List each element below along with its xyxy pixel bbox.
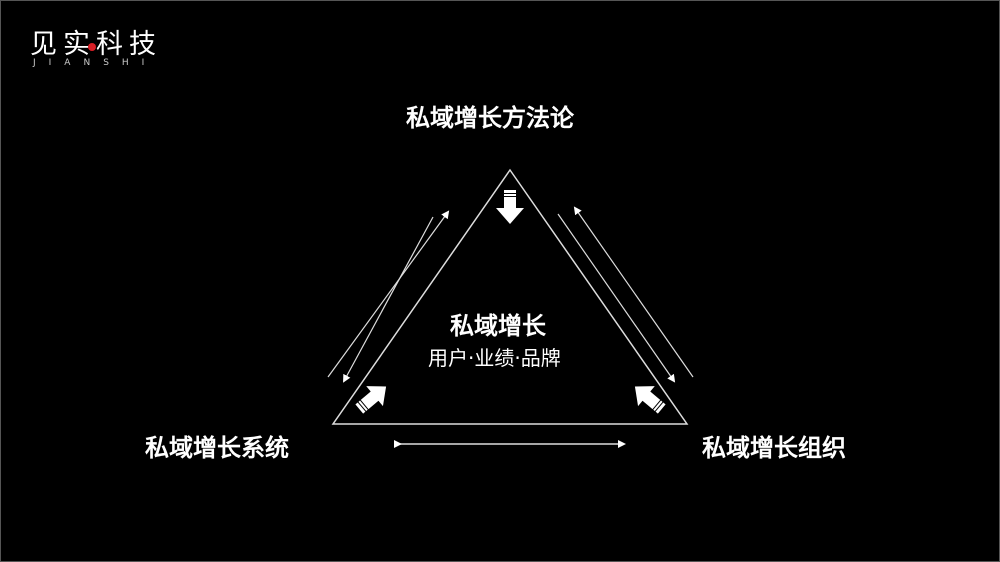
right-up-arrow-icon	[573, 206, 694, 378]
left-up-arrow-icon	[327, 210, 450, 378]
top-block-arrow-icon	[496, 190, 524, 224]
bottom-right-block-arrow-icon	[634, 386, 666, 414]
vertex-label-bottom-right: 私域增长组织	[702, 434, 846, 462]
right-down-arrow-icon	[557, 213, 676, 383]
brand-logo: 见实科技 JIANSHI	[30, 30, 162, 69]
main-triangle	[331, 168, 689, 425]
vertex-label-bottom-left: 私域增长系统	[145, 434, 289, 462]
center-subtitle: 用户·业绩·品牌	[428, 346, 561, 370]
vertex-label-top: 私域增长方法论	[406, 104, 574, 132]
brand-red-dot-icon	[88, 43, 96, 51]
bottom-left-block-arrow-icon	[355, 386, 387, 414]
brand-name-en: JIANSHI	[33, 58, 158, 68]
left-down-arrow-icon	[343, 216, 434, 383]
center-title: 私域增长	[450, 312, 546, 340]
